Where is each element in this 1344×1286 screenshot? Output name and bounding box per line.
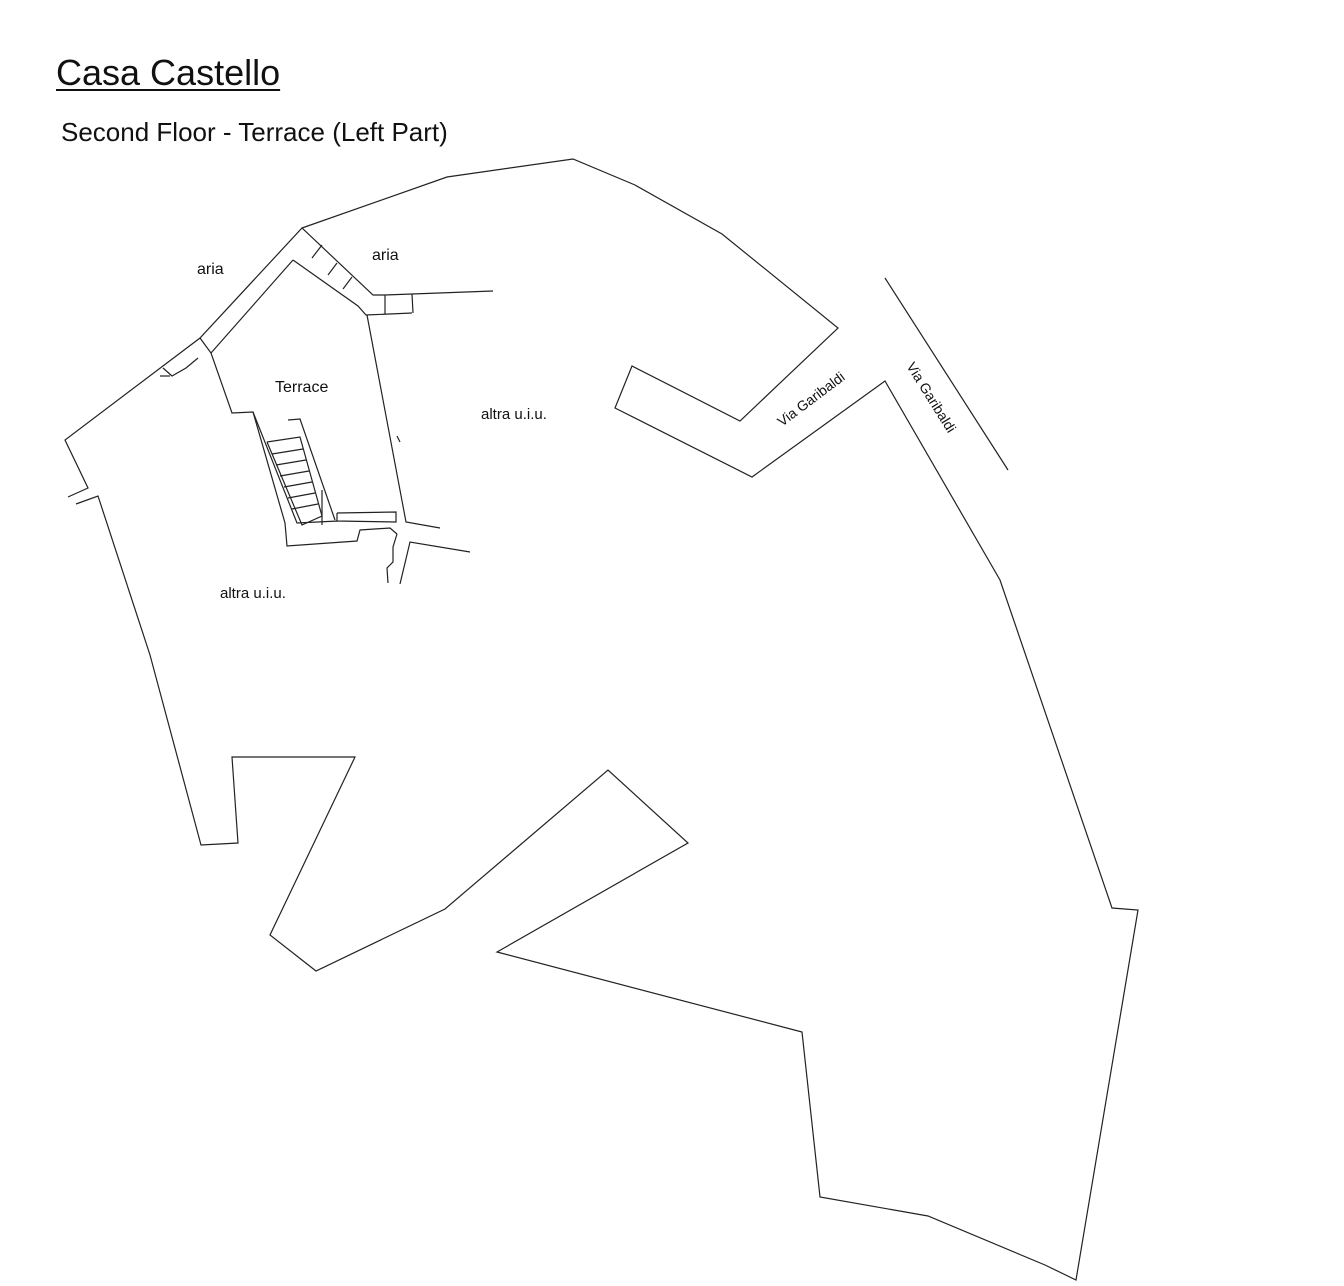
label-aria-left: aria bbox=[197, 261, 224, 278]
label-altra-uiu-left: altra u.i.u. bbox=[220, 585, 286, 602]
label-terrace: Terrace bbox=[275, 379, 328, 396]
building-outline bbox=[64, 158, 1139, 1281]
staircase bbox=[266, 436, 323, 526]
street-lines bbox=[884, 277, 1009, 471]
label-altra-uiu-right: altra u.i.u. bbox=[481, 406, 547, 423]
page-title: Casa Castello bbox=[56, 52, 281, 93]
terrace-walls bbox=[160, 244, 471, 585]
label-aria-right: aria bbox=[372, 247, 399, 264]
label-via-garibaldi-2: Via Garibaldi bbox=[903, 359, 959, 435]
page-subtitle: Second Floor - Terrace (Left Part) bbox=[61, 117, 448, 147]
